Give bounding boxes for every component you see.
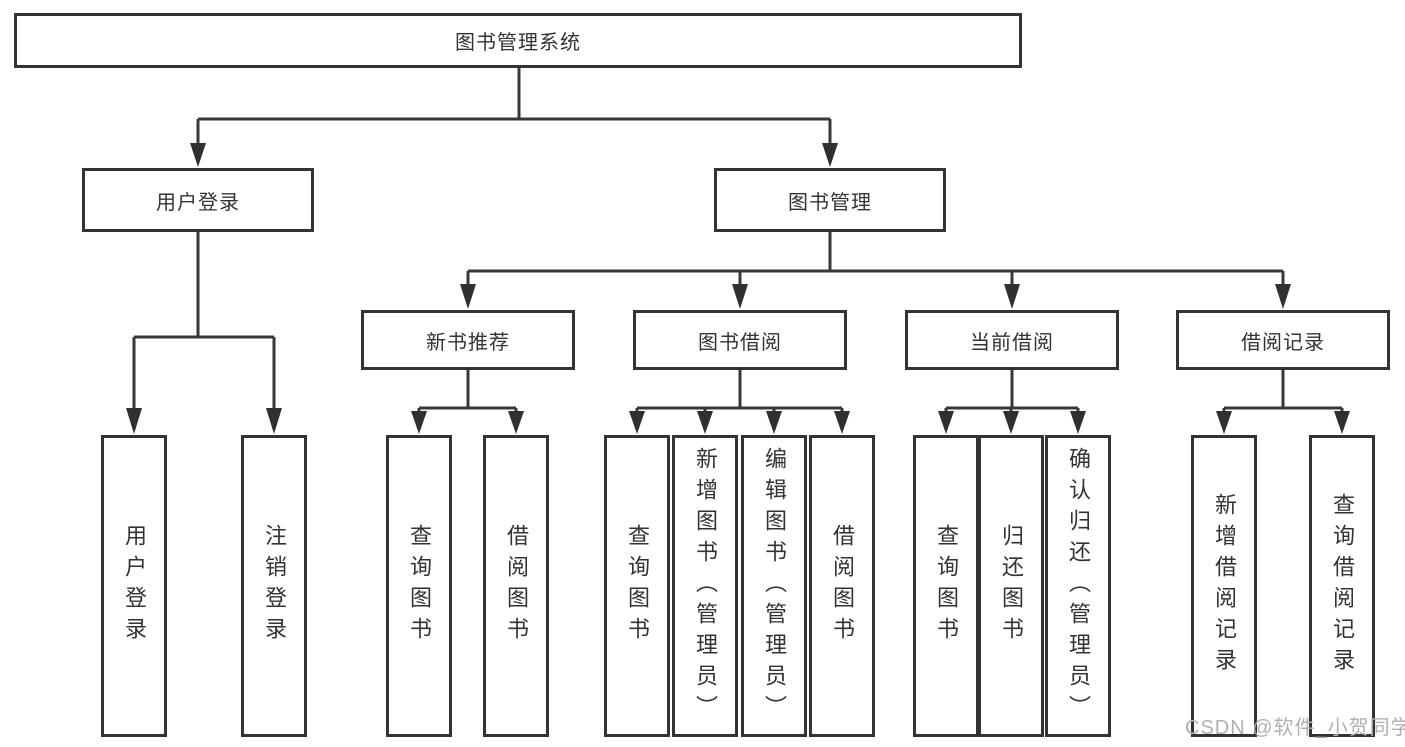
leaf-edit-book-admin-label: 编辑图书（管理员） xyxy=(762,446,787,726)
leaf-add-borrow-record: 新增借阅记录 xyxy=(1191,435,1257,737)
connector-newrec-to-leaves xyxy=(417,370,518,412)
connector-borrow-to-leaves xyxy=(635,370,844,412)
leaf-query-books-2-label: 查询图书 xyxy=(625,524,650,648)
node-current-borrowing-label: 当前借阅 xyxy=(970,331,1054,354)
node-root: 图书管理系统 xyxy=(14,13,1022,68)
arrowheads-current-leaves xyxy=(938,411,1086,434)
arrowheads-userlogin-leaves xyxy=(126,408,282,434)
leaf-query-borrow-record-label: 查询借阅记录 xyxy=(1330,493,1355,679)
connector-userlogin-to-leaves xyxy=(132,232,276,409)
leaf-query-books-3: 查询图书 xyxy=(913,435,979,737)
leaf-borrow-books-1: 借阅图书 xyxy=(483,435,549,737)
leaf-user-login-label: 用户登录 xyxy=(122,524,147,648)
node-root-label: 图书管理系统 xyxy=(455,32,581,54)
connector-bookmgmt-to-level3 xyxy=(466,232,1285,285)
connector-records-to-leaves xyxy=(1222,370,1344,412)
node-book-borrowing: 图书借阅 xyxy=(633,310,847,370)
leaf-borrow-books-1-label: 借阅图书 xyxy=(504,524,529,648)
leaf-query-borrow-record: 查询借阅记录 xyxy=(1309,435,1375,737)
node-book-borrowing-label: 图书借阅 xyxy=(698,331,782,354)
leaf-logout-label: 注销登录 xyxy=(262,524,287,648)
csdn-watermark: CSDN @软件_小贺同学 xyxy=(1185,717,1405,739)
leaf-logout: 注销登录 xyxy=(241,435,307,737)
arrowheads-records-leaves xyxy=(1216,411,1350,434)
leaf-add-book-admin-label: 新增图书（管理员） xyxy=(693,446,718,726)
arrowheads-borrow-leaves xyxy=(629,411,850,434)
node-borrowing-records: 借阅记录 xyxy=(1176,310,1390,370)
leaf-borrow-books-2: 借阅图书 xyxy=(809,435,875,737)
leaf-query-books-2: 查询图书 xyxy=(604,435,670,737)
leaf-confirm-return-admin: 确认归还（管理员） xyxy=(1045,435,1111,737)
leaf-query-books-1-label: 查询图书 xyxy=(407,524,432,648)
connector-root-to-level2 xyxy=(196,68,832,144)
node-borrowing-records-label: 借阅记录 xyxy=(1241,331,1325,354)
leaf-confirm-return-admin-label: 确认归还（管理员） xyxy=(1066,446,1091,726)
node-book-management: 图书管理 xyxy=(714,168,946,232)
node-user-login-label: 用户登录 xyxy=(156,191,240,214)
leaf-add-borrow-record-label: 新增借阅记录 xyxy=(1212,493,1237,679)
arrowheads-newrec-leaves xyxy=(411,411,524,434)
node-user-login: 用户登录 xyxy=(82,168,314,232)
leaf-query-books-1: 查询图书 xyxy=(386,435,452,737)
leaf-edit-book-admin: 编辑图书（管理员） xyxy=(741,435,807,737)
leaf-borrow-books-2-label: 借阅图书 xyxy=(830,524,855,648)
leaf-user-login: 用户登录 xyxy=(101,435,167,737)
leaf-return-book: 归还图书 xyxy=(978,435,1044,737)
node-current-borrowing: 当前借阅 xyxy=(905,310,1119,370)
connector-current-to-leaves xyxy=(944,370,1080,412)
node-new-book-recommend: 新书推荐 xyxy=(361,310,575,370)
arrowheads-level3 xyxy=(460,284,1291,309)
leaf-add-book-admin: 新增图书（管理员） xyxy=(672,435,738,737)
leaf-query-books-3-label: 查询图书 xyxy=(934,524,959,648)
leaf-return-book-label: 归还图书 xyxy=(999,524,1024,648)
arrowheads-level2 xyxy=(190,143,838,167)
node-new-book-recommend-label: 新书推荐 xyxy=(426,331,510,354)
node-book-management-label: 图书管理 xyxy=(788,191,872,214)
